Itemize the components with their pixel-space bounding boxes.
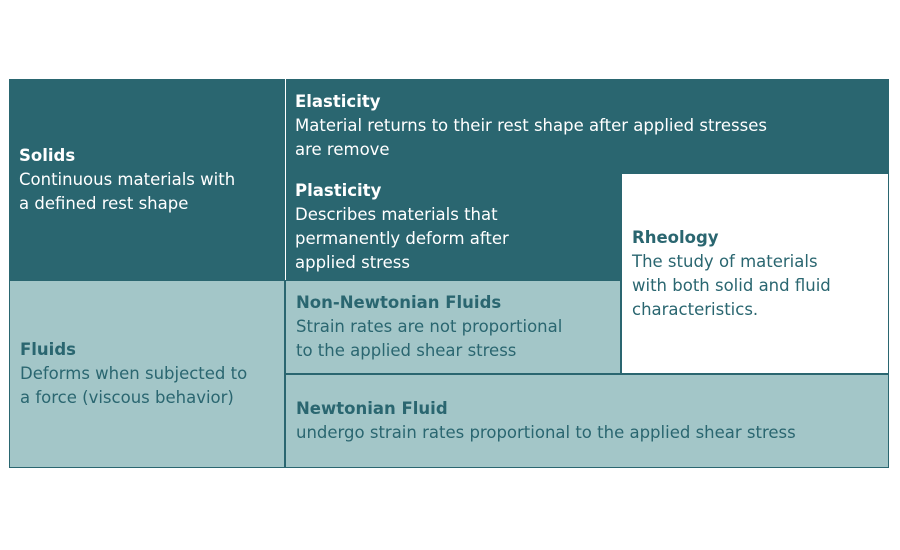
solids-desc-line-2: a defined rest shape [19, 193, 189, 213]
rheology-desc-line-3: characteristics. [632, 299, 759, 319]
fluids-cell: Fluids Deforms when subjected to a force… [9, 280, 285, 468]
elasticity-desc-line-1: Material returns to their rest shape aft… [295, 116, 767, 135]
rheology-title: Rheology [632, 227, 719, 247]
non-newtonian-desc-line-1: Strain rates are not proportional [296, 317, 563, 336]
newtonian-title: Newtonian Fluid [296, 399, 448, 418]
non-newtonian-cell: Non-Newtonian Fluids Strain rates are no… [285, 280, 621, 374]
newtonian-desc-line-1: undergo strain rates proportional to the… [296, 423, 796, 442]
rheology-desc-line-2: with both solid and fluid [632, 275, 831, 295]
plasticity-desc-line-3: applied stress [295, 252, 410, 272]
solids-desc-line-1: Continuous materials with [19, 169, 236, 189]
elasticity-cell: Elasticity Material returns to their res… [285, 79, 889, 173]
divider-solids-right [285, 79, 286, 280]
fluids-desc-line-1: Deforms when subjected to [20, 364, 248, 383]
rheology-desc-line-1: The study of materials [632, 251, 818, 271]
rheology-cell: Rheology The study of materials with bot… [621, 173, 889, 374]
solids-title: Solids [19, 145, 76, 165]
newtonian-cell: Newtonian Fluid undergo strain rates pro… [285, 374, 889, 468]
plasticity-desc-line-1: Describes materials that [295, 204, 498, 224]
plasticity-title: Plasticity [295, 180, 382, 200]
solids-cell: Solids Continuous materials with a defin… [9, 79, 285, 280]
fluids-desc-line-2: a force (viscous behavior) [20, 388, 234, 407]
non-newtonian-title: Non-Newtonian Fluids [296, 293, 502, 312]
non-newtonian-desc-line-2: to the applied shear stress [296, 341, 517, 360]
fluids-title: Fluids [20, 340, 76, 359]
elasticity-title: Elasticity [295, 92, 381, 111]
elasticity-desc-line-2: are remove [295, 140, 390, 159]
plasticity-desc-line-2: permanently deform after [295, 228, 509, 248]
plasticity-cell: Plasticity Describes materials that perm… [285, 173, 621, 280]
